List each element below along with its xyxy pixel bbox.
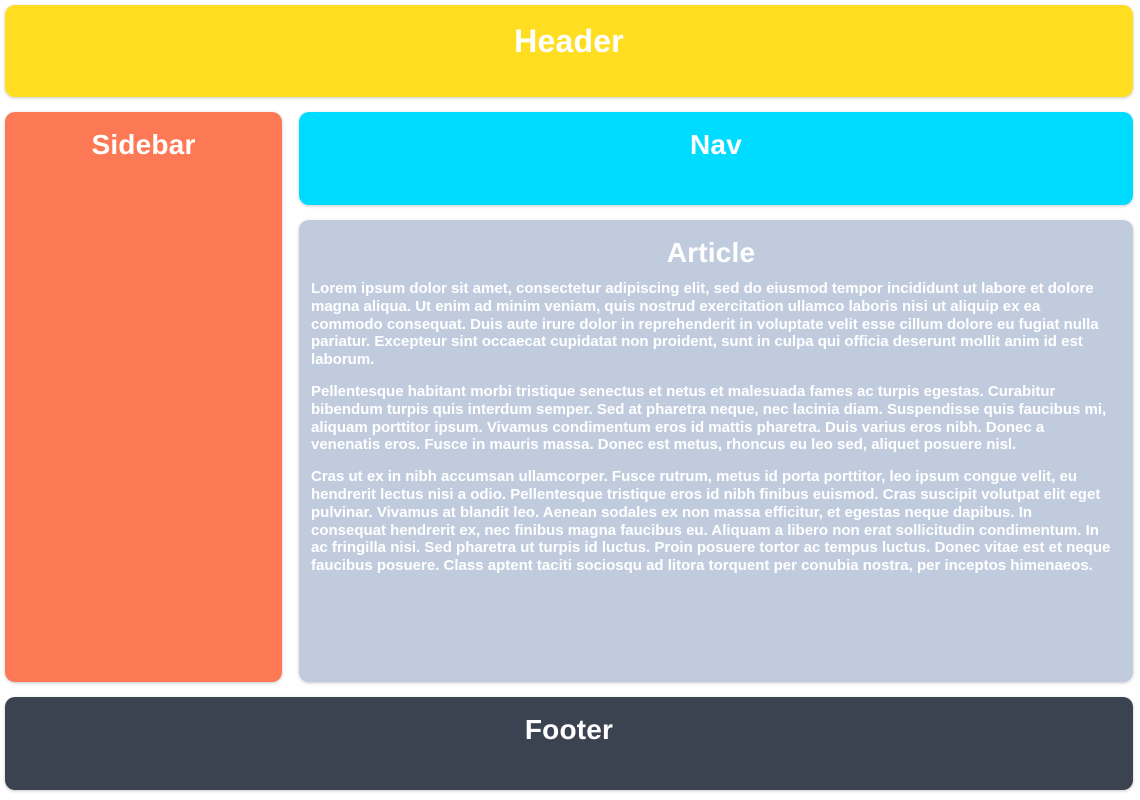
article-paragraph: Cras ut ex in nibh accumsan ullamcorper.…: [311, 468, 1111, 575]
header-title: Header: [514, 23, 624, 59]
article-paragraph: Pellentesque habitant morbi tristique se…: [311, 382, 1107, 454]
nav-title: Nav: [690, 129, 742, 160]
article-paragraph: Lorem ipsum dolor sit amet, consectetur …: [311, 280, 1099, 369]
header-region: Header: [5, 5, 1133, 97]
footer-region: Footer: [5, 697, 1133, 790]
article-title: Article: [666, 237, 756, 268]
footer-title: Footer: [524, 714, 614, 745]
article-region: Article Lorem ipsum dolor sit amet, cons…: [299, 220, 1133, 682]
sidebar-region: Sidebar: [5, 112, 282, 682]
sidebar-title: Sidebar: [91, 129, 196, 160]
nav-region: Nav: [299, 112, 1133, 205]
